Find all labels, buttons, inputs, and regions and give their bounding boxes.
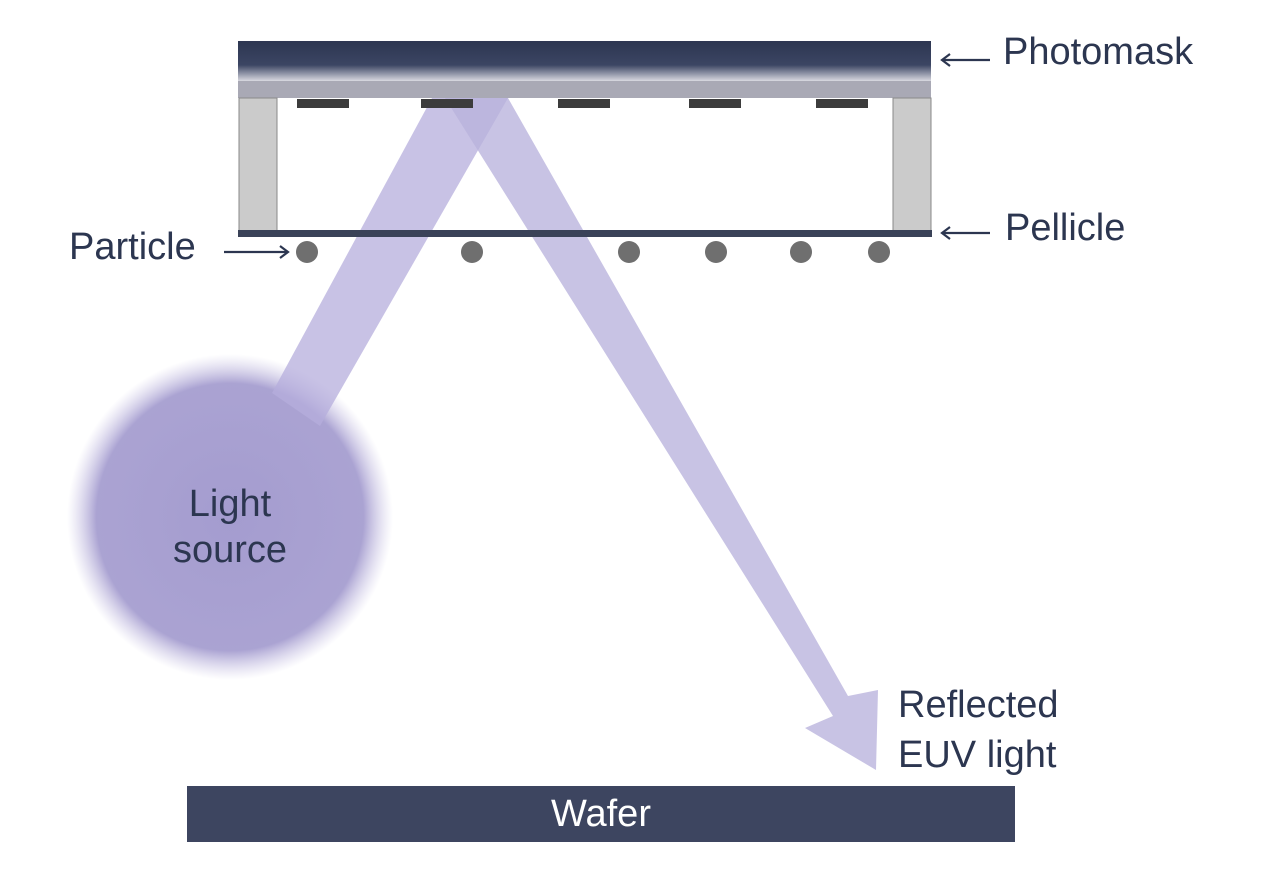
particle-dot [296, 241, 318, 263]
particle-arrow [224, 245, 290, 259]
incident-beam [272, 98, 508, 426]
reflected-label-line1: Reflected [898, 684, 1059, 726]
photomask-multilayer [238, 81, 931, 98]
light-source-label-line2: source [172, 529, 288, 571]
absorber-pattern [297, 99, 349, 108]
reflected-label-line2: EUV light [898, 734, 1057, 776]
pellicle-frame-right [892, 97, 932, 232]
particle-dot [705, 241, 727, 263]
particle-label: Particle [69, 226, 196, 268]
photomask-arrow [940, 53, 990, 67]
particle-dot [868, 241, 890, 263]
pellicle-arrow [940, 226, 990, 240]
particle-dot [618, 241, 640, 263]
pellicle-label: Pellicle [1005, 207, 1126, 249]
light-source-glow [67, 354, 393, 680]
light-source-label-line1: Light [188, 483, 272, 525]
absorber-pattern [421, 99, 473, 108]
particle-dot [461, 241, 483, 263]
photomask-plate [238, 41, 931, 81]
pellicle-film [238, 230, 932, 237]
particle-dot [790, 241, 812, 263]
absorber-pattern [816, 99, 868, 108]
absorber-pattern [558, 99, 610, 108]
photomask-label: Photomask [1003, 31, 1194, 73]
pellicle-frame-left [238, 97, 278, 232]
reflected-beam [445, 98, 878, 770]
wafer-block [187, 786, 1015, 842]
light-source-label: Light source [130, 481, 330, 573]
wafer-label: Wafer [551, 793, 651, 835]
absorber-pattern [689, 99, 741, 108]
